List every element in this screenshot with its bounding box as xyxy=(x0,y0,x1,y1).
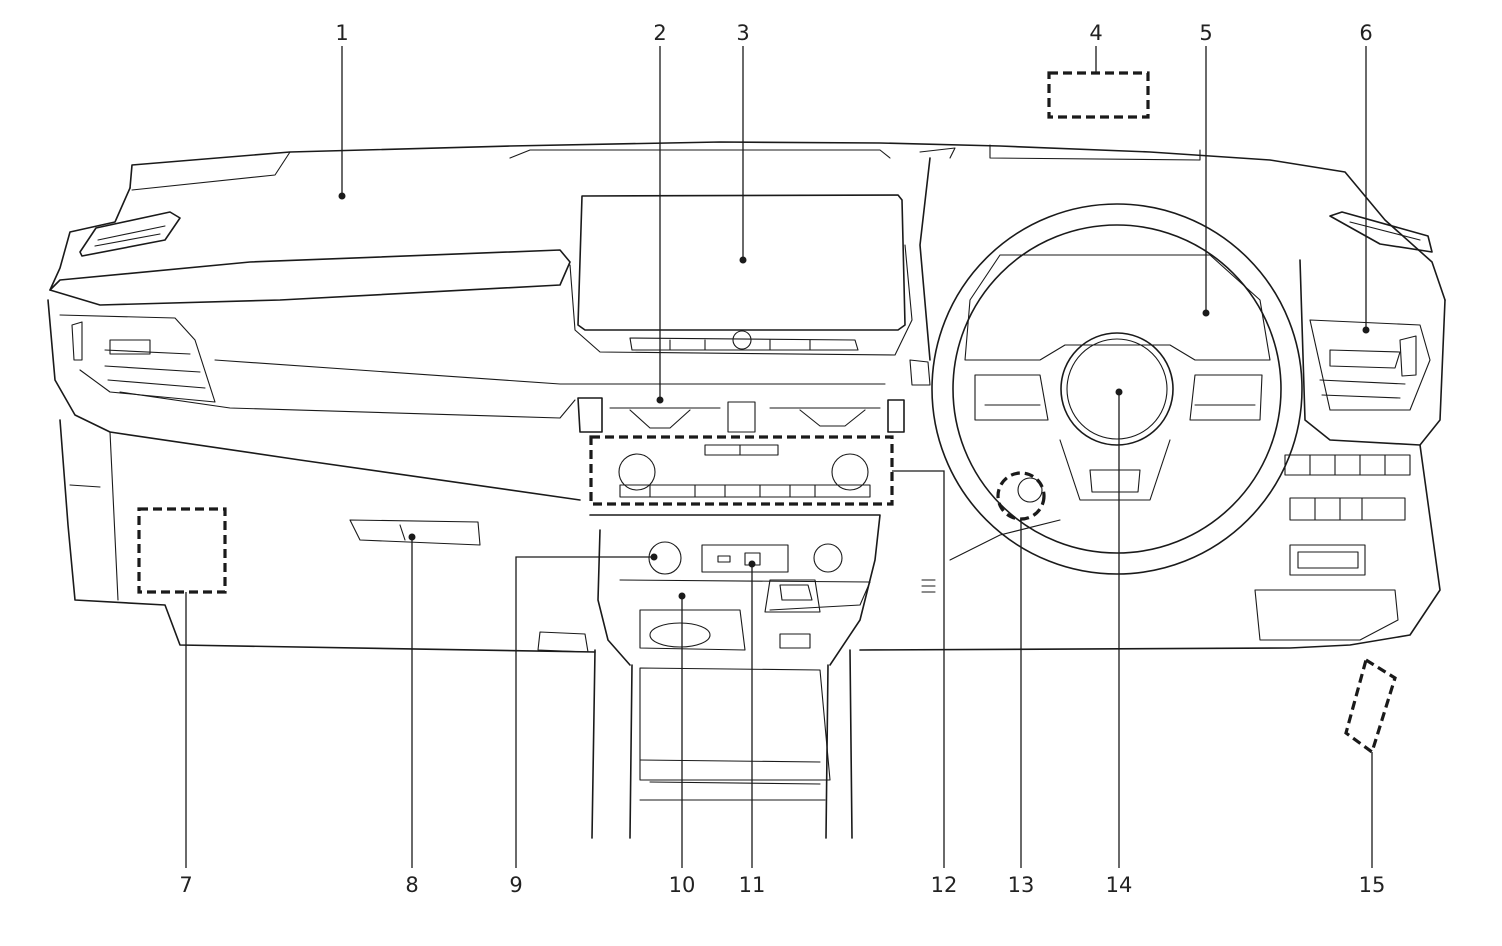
marker-area-4 xyxy=(1047,71,1150,119)
marker-area-15 xyxy=(1344,657,1397,755)
dot-8 xyxy=(408,533,416,541)
dot-2 xyxy=(656,396,664,404)
callout-5: 5 xyxy=(1199,21,1212,45)
dot-6 xyxy=(1362,326,1370,334)
callout-12: 12 xyxy=(931,873,958,897)
leader-9 xyxy=(515,556,654,868)
callout-4: 4 xyxy=(1089,21,1102,45)
callout-13: 13 xyxy=(1008,873,1035,897)
dot-3 xyxy=(739,256,747,264)
callout-3: 3 xyxy=(736,21,749,45)
callout-10: 10 xyxy=(669,873,696,897)
leader-12 xyxy=(892,470,945,868)
callout-6: 6 xyxy=(1359,21,1372,45)
marker-area-7 xyxy=(137,507,227,594)
callout-labels: 1 2 3 4 5 6 7 8 9 10 11 12 13 14 15 xyxy=(179,21,1385,897)
callout-11: 11 xyxy=(739,873,766,897)
dot-14 xyxy=(1115,388,1123,396)
dot-5 xyxy=(1202,309,1210,317)
marker-area-12 xyxy=(589,435,894,506)
dot-9 xyxy=(650,553,658,561)
leader-lines xyxy=(185,46,1373,868)
dashboard-drawing xyxy=(47,141,1446,839)
callout-8: 8 xyxy=(405,873,418,897)
callout-9: 9 xyxy=(509,873,522,897)
callout-15: 15 xyxy=(1359,873,1386,897)
dot-10 xyxy=(678,592,686,600)
dot-11 xyxy=(748,560,756,568)
callout-1: 1 xyxy=(335,21,348,45)
callout-2: 2 xyxy=(653,21,666,45)
callout-7: 7 xyxy=(179,873,192,897)
leader-dots xyxy=(338,192,1370,600)
dot-1 xyxy=(338,192,346,200)
callout-14: 14 xyxy=(1106,873,1133,897)
